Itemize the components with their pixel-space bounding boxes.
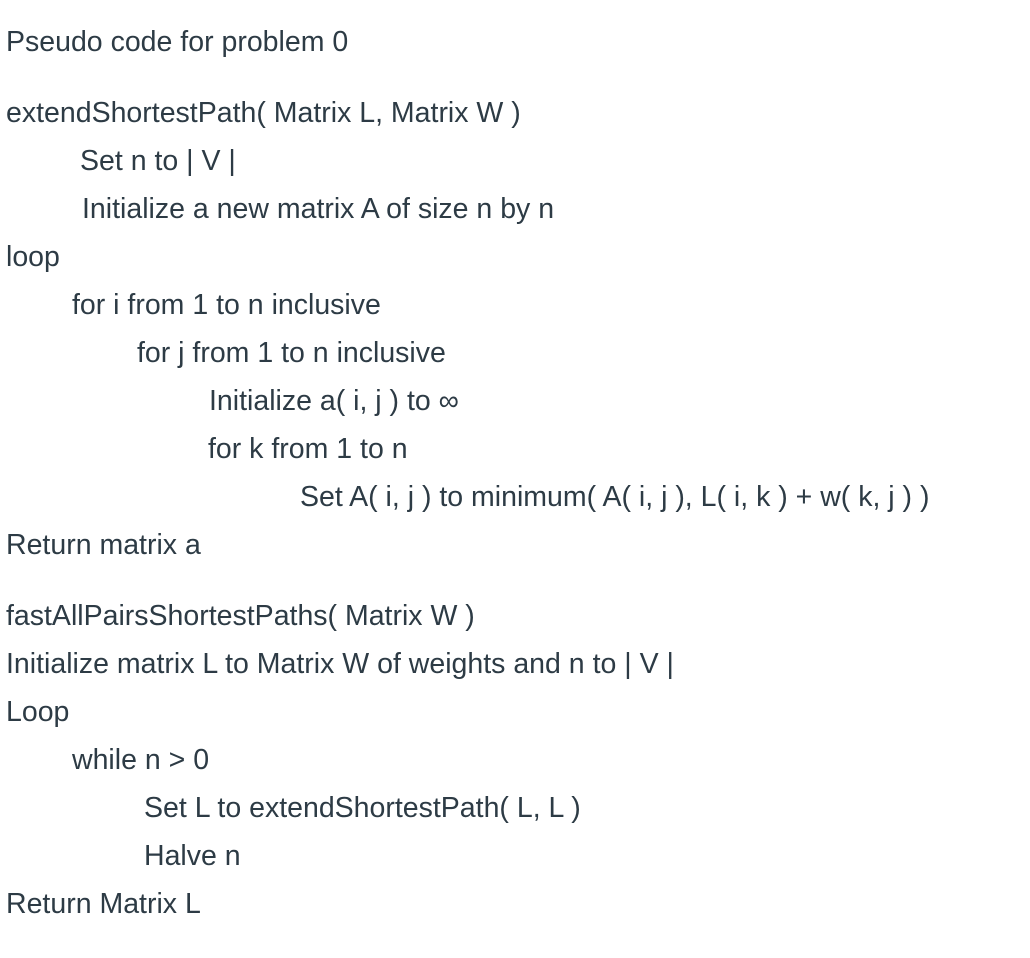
code-line: for j from 1 to n inclusive	[137, 337, 446, 369]
code-line: for i from 1 to n inclusive	[72, 289, 381, 321]
code-line: extendShortestPath( Matrix L, Matrix W )	[6, 97, 521, 129]
pseudocode-blocks: Pseudo code for problem 0 extendShortestP…	[0, 18, 1030, 928]
code-line: Return matrix a	[6, 529, 201, 561]
code-line: Initialize matrix L to Matrix W of weigh…	[6, 648, 674, 680]
code-line: fastAllPairsShortestPaths( Matrix W )	[6, 600, 475, 632]
code-line: Set L to extendShortestPath( L, L )	[144, 792, 581, 824]
block-separator	[0, 569, 1030, 592]
code-line: Initialize a new matrix A of size n by n	[82, 193, 555, 225]
code-line: Set n to | V |	[80, 145, 236, 177]
code-line: Halve n	[144, 840, 241, 872]
code-line: Loop	[6, 696, 70, 728]
code-line: while n > 0	[72, 744, 210, 776]
code-line: for k from 1 to n	[208, 433, 408, 465]
code-line: Set A( i, j ) to minimum( A( i, j ), L( …	[300, 481, 930, 513]
pseudocode-document: Pseudo code for problem 0 extendShortestP…	[0, 18, 1030, 928]
block-separator	[0, 66, 1030, 89]
heading: Pseudo code for problem 0	[0, 18, 1030, 66]
extend-shortest-path-procedure: extendShortestPath( Matrix L, Matrix W )…	[0, 89, 1030, 569]
code-line: Initialize a( i, j ) to ∞	[209, 385, 459, 417]
code-line: Return Matrix L	[6, 888, 201, 920]
code-line: loop	[6, 241, 60, 273]
code-line: Pseudo code for problem 0	[6, 26, 349, 58]
fast-all-pairs-shortest-paths-procedure: fastAllPairsShortestPaths( Matrix W ) Ini…	[0, 592, 1030, 928]
